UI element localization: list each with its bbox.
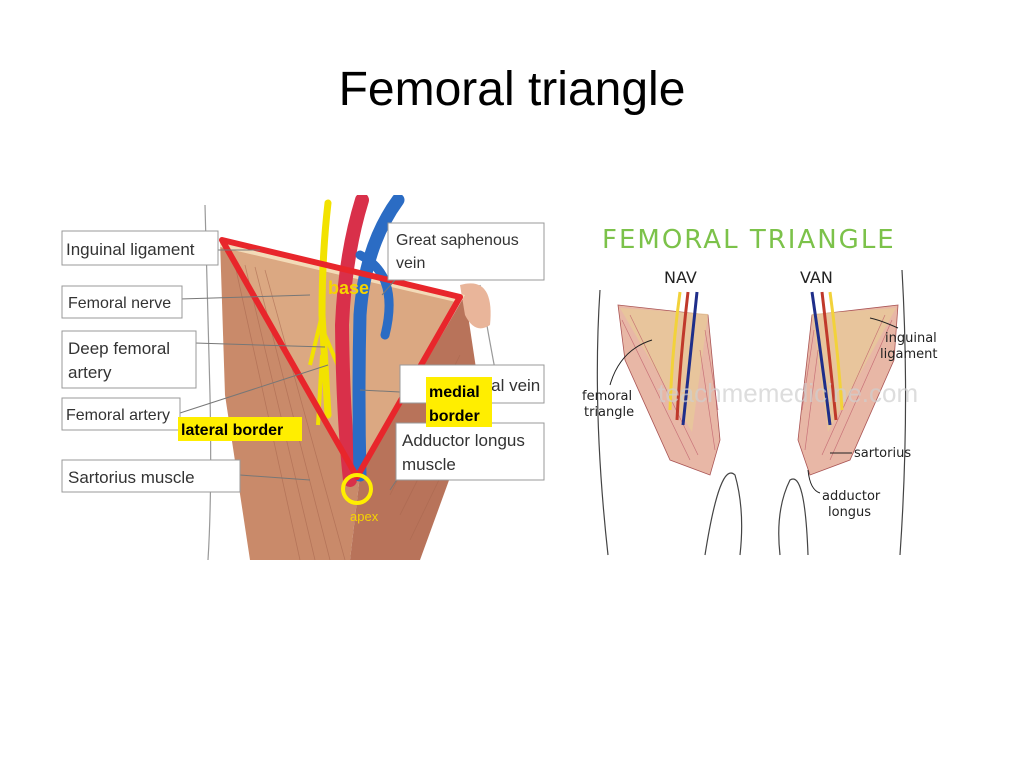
great-saphenous-vein-label-2: vein	[396, 255, 425, 272]
adductor-sketch-label-1: adductor	[822, 489, 881, 504]
femoral-triangle-pointer	[609, 339, 653, 386]
label-femoral-artery: Femoral artery	[61, 397, 181, 431]
right-artery	[820, 291, 838, 421]
thigh-outline	[204, 204, 212, 561]
adductor-longus-label-1: Adductor longus	[402, 431, 525, 450]
medial-border-text-2: border	[429, 408, 480, 425]
lateral-border-text: lateral border	[181, 422, 283, 439]
adductor-sketch-label-2: longus	[828, 505, 871, 520]
base-annotation: base	[328, 278, 369, 298]
inguinal-ligament-sketch-label-2: ligament	[880, 347, 937, 362]
watermark: teachmemedicine.com	[658, 378, 918, 408]
labeled-anatomy-diagram: Inguinal ligament Femoral nerve Deep fem…	[60, 193, 548, 561]
van-label: VAN	[800, 268, 833, 287]
left-leg-outer-outline	[596, 289, 609, 556]
pubic-tubercle	[460, 283, 491, 329]
right-vein	[810, 291, 832, 426]
deep-femoral-artery-label-1: Deep femoral	[68, 339, 170, 358]
femoral-nerve-label: Femoral nerve	[68, 295, 171, 312]
label-sartorius-muscle: Sartorius muscle	[61, 459, 241, 493]
label-inguinal-ligament: Inguinal ligament	[61, 230, 219, 266]
label-adductor-longus: Adductor longus muscle	[395, 422, 545, 481]
nav-label: NAV	[664, 268, 697, 287]
femoral-vein-vessel	[352, 193, 405, 482]
sartorius-muscle-shape	[220, 240, 360, 560]
femoral-triangle-label-2: triangle	[584, 405, 634, 420]
lateral-border-annotation: lateral border	[178, 417, 302, 441]
great-saphenous-branch	[355, 250, 394, 340]
femoral-artery-label: Femoral artery	[66, 407, 170, 424]
label-great-saphenous-vein: Great saphenous vein	[387, 222, 545, 281]
left-artery	[675, 291, 690, 421]
left-nerve	[668, 291, 682, 411]
sartorius-muscle-label: Sartorius muscle	[68, 468, 195, 487]
femoral-artery-vessel	[334, 193, 369, 487]
slide-title: Femoral triangle	[338, 63, 686, 116]
inguinal-ligament-sketch-label-1: inguinal	[885, 331, 937, 346]
right-leg-outer-outline	[899, 269, 907, 556]
right-leg-inner-outline	[778, 478, 809, 556]
right-nerve	[828, 291, 844, 411]
femoral-triangle-label-1: femoral	[582, 389, 632, 404]
great-saphenous-vein-label-1: Great saphenous	[396, 232, 519, 249]
left-leg-inner-outline	[704, 472, 743, 556]
medial-border-annotation: medial border	[426, 377, 492, 427]
adductor-longus-label-2: muscle	[402, 455, 456, 474]
left-vein	[681, 291, 699, 426]
label-femoral-nerve: Femoral nerve	[61, 285, 183, 319]
inguinal-ligament-label: Inguinal ligament	[66, 240, 195, 259]
sketch-title: FEMORAL TRIANGLE	[602, 225, 896, 255]
apex-ring	[341, 473, 373, 505]
sartorius-sketch-label: sartorius	[854, 446, 911, 461]
label-deep-femoral-artery: Deep femoral artery	[61, 330, 197, 389]
inguinal-ligament-pointer	[869, 317, 899, 329]
apex-annotation: apex	[350, 509, 379, 524]
deep-femoral-artery-label-2: artery	[68, 363, 112, 382]
adductor-longus-pointer	[807, 469, 821, 494]
medial-border-text-1: medial	[429, 384, 480, 401]
hand-drawn-diagram: FEMORAL TRIANGLE NAV VAN tea	[580, 210, 940, 565]
